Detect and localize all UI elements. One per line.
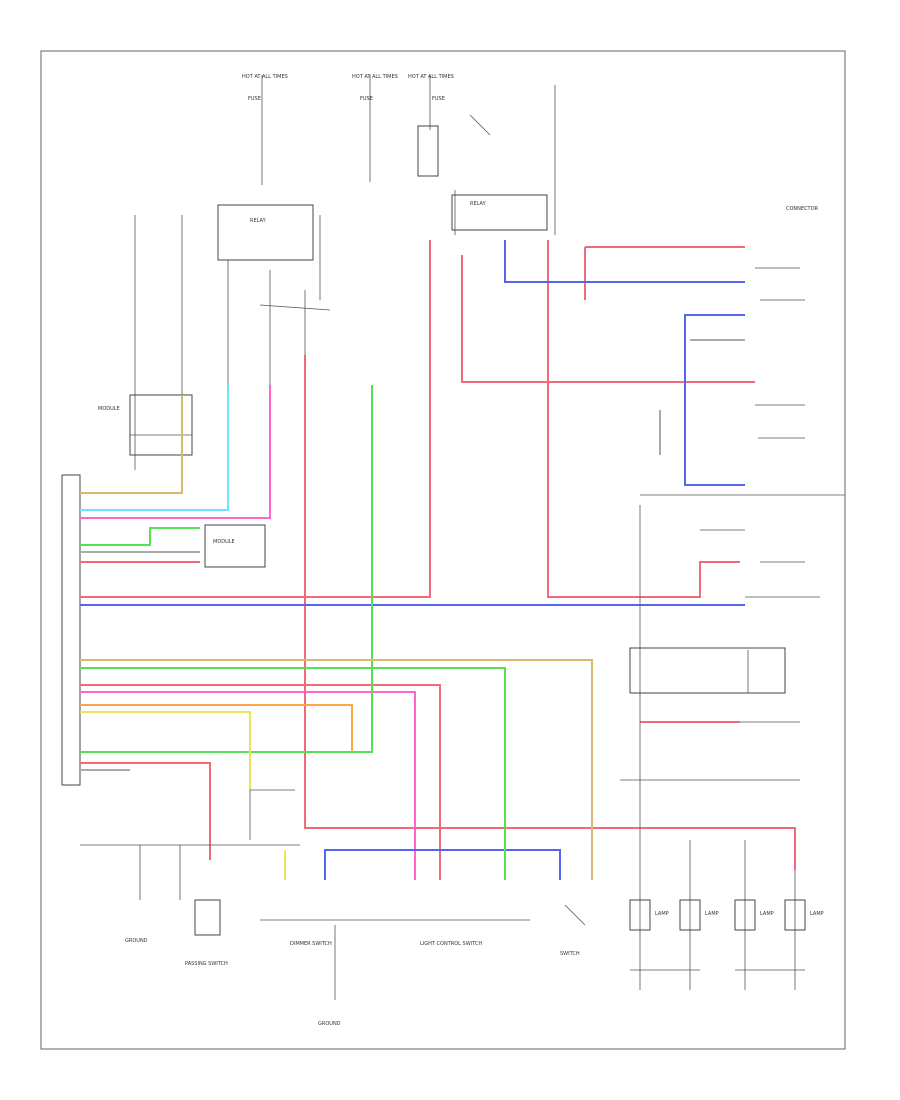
hot-at-all-times-label-2: HOT AT ALL TIMES	[352, 74, 398, 80]
lamp-label-3: LAMP	[760, 911, 774, 917]
wire-yellow-1	[80, 711, 251, 790]
wire-green-1	[80, 385, 373, 753]
relay-label-left: RELAY	[250, 218, 267, 224]
ground-label-center: GROUND	[318, 1021, 341, 1027]
wire-green-2	[80, 667, 506, 880]
wire-red-1	[80, 240, 431, 598]
dimmer-switch-label: DIMMER SWITCH	[290, 941, 332, 947]
lamps-bottom: LAMP LAMP LAMP LAMP	[629, 840, 824, 990]
right-connector-label: CONNECTOR	[786, 206, 819, 212]
bottom-switches: PASSING SWITCH DIMMER SWITCH LIGHT CONTR…	[80, 789, 586, 1027]
wire-red-7	[80, 684, 441, 880]
right-connectors: CONNECTOR	[620, 206, 845, 870]
wire-red-3	[304, 355, 796, 870]
lamp-label-4: LAMP	[810, 911, 824, 917]
ground-label-left: GROUND	[125, 938, 148, 944]
lamp-label-1: LAMP	[655, 911, 669, 917]
wire-green-3	[80, 527, 200, 546]
fuse-label-mid: FUSE	[360, 96, 373, 102]
module-label-left: MODULE	[98, 406, 120, 412]
diagram-frame	[40, 50, 846, 1050]
fuse-label-right: FUSE	[432, 96, 445, 102]
wire-orange-1	[80, 704, 353, 752]
module-mid	[204, 524, 266, 568]
switch-label-bottom: SWITCH	[560, 951, 580, 957]
fuse-label-left: FUSE	[248, 96, 261, 102]
relay-label-right: RELAY	[470, 201, 487, 207]
main-connector-block	[61, 474, 81, 786]
wire-tan-1	[80, 395, 183, 494]
hot-at-all-times-label-1: HOT AT ALL TIMES	[242, 74, 288, 80]
module-label-mid: MODULE	[213, 539, 235, 545]
wire-blue-2	[504, 240, 745, 283]
light-control-switch-label: LIGHT CONTROL SWITCH	[420, 941, 482, 947]
wire-red-8	[80, 762, 211, 860]
wire-pink-2	[80, 691, 416, 880]
top-feeds: HOT AT ALL TIMES HOT AT ALL TIMES HOT AT…	[242, 74, 556, 235]
wire-blue-4	[324, 849, 561, 880]
wire-red-4	[461, 255, 755, 383]
left-upper-modules: MODULE RELAY	[98, 204, 331, 470]
hot-at-all-times-label-3: HOT AT ALL TIMES	[408, 74, 454, 80]
wire-blue-3	[684, 314, 745, 486]
passing-switch-label: PASSING SWITCH	[185, 961, 228, 967]
wire-cyan-1	[80, 385, 229, 511]
wire-pink-1	[80, 385, 271, 519]
wire-red-2	[547, 240, 740, 598]
wire-tan-2	[80, 659, 593, 880]
lamp-label-2: LAMP	[705, 911, 719, 917]
